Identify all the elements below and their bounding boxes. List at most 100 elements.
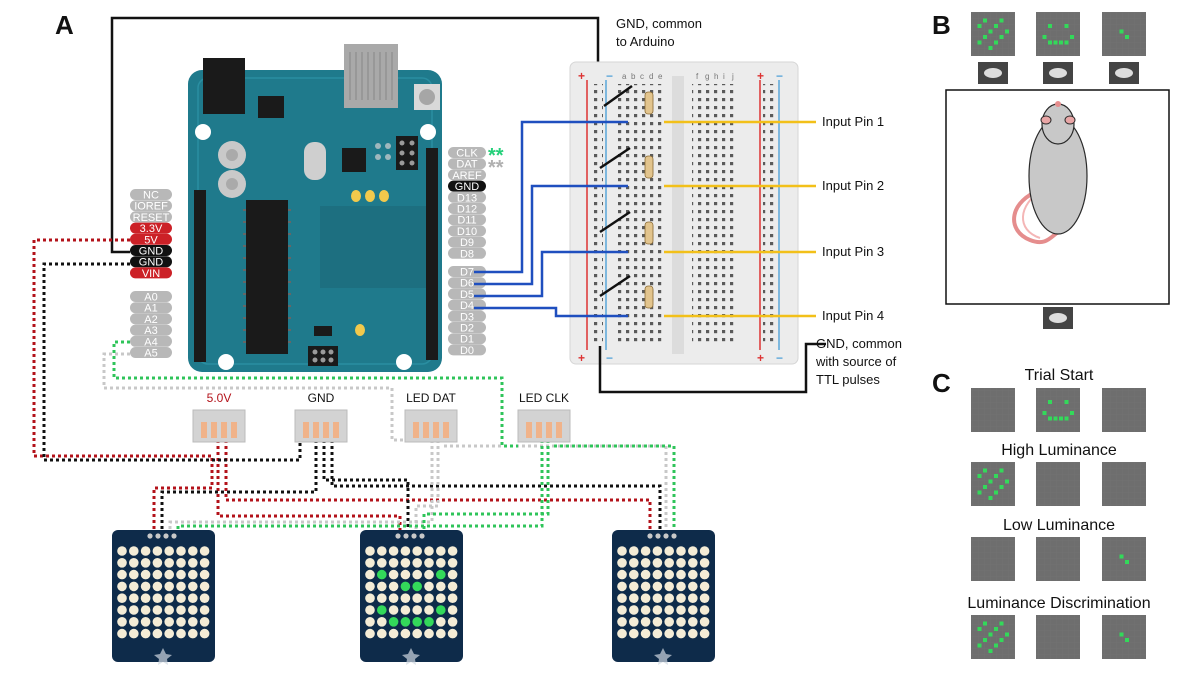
header-pin-label-text: D11 bbox=[457, 215, 476, 227]
header-pin-label-text: GND bbox=[455, 181, 480, 193]
led-dot bbox=[688, 605, 698, 615]
led-dot bbox=[652, 581, 663, 592]
led-dot bbox=[688, 628, 698, 639]
led-dot bbox=[117, 558, 127, 568]
header-pin-label: DAT bbox=[448, 158, 486, 171]
bb-col-letter: g bbox=[705, 72, 709, 81]
led-dot bbox=[412, 569, 423, 580]
led-dot bbox=[640, 546, 651, 556]
header-pin-label: D12 bbox=[448, 203, 486, 216]
led-dot bbox=[412, 581, 423, 592]
power-header bbox=[194, 190, 206, 362]
bb-plus-tl: + bbox=[578, 69, 585, 83]
led-dot bbox=[388, 617, 399, 627]
digital-pin-label-text: D7 bbox=[460, 267, 474, 279]
led-dot bbox=[400, 593, 411, 603]
led-dot bbox=[629, 581, 639, 592]
led-dot bbox=[176, 569, 186, 580]
led-dot bbox=[176, 546, 186, 556]
led-dot bbox=[640, 617, 651, 627]
led-dot bbox=[152, 628, 163, 639]
led-dot bbox=[424, 569, 434, 580]
led-dot bbox=[676, 581, 686, 592]
led-matrix bbox=[360, 530, 463, 665]
led-dot bbox=[424, 617, 434, 627]
power-pin-label: 5V bbox=[130, 233, 172, 246]
led-dot bbox=[377, 558, 387, 568]
analog-pin-label: A0 bbox=[130, 291, 172, 304]
led-dot bbox=[424, 628, 434, 639]
led-dot bbox=[447, 581, 458, 592]
led-dot bbox=[365, 558, 375, 568]
display-screen bbox=[971, 537, 1015, 581]
input-pin-label: Input Pin 4 bbox=[822, 308, 884, 323]
analog-pin-label-text: A3 bbox=[144, 325, 157, 337]
power-pin-label-text: GND bbox=[139, 257, 164, 269]
rat-icon bbox=[1012, 101, 1088, 245]
led-dot bbox=[617, 569, 627, 580]
connector-label: LED DAT bbox=[406, 391, 456, 405]
digital-pin-label-text: D2 bbox=[460, 323, 474, 335]
led-dot bbox=[617, 581, 627, 592]
led-dot bbox=[388, 558, 399, 568]
led-dot bbox=[424, 558, 434, 568]
led-dot bbox=[129, 581, 139, 592]
led-dot bbox=[388, 605, 399, 615]
response-lever bbox=[1109, 62, 1139, 84]
led-dot bbox=[117, 581, 127, 592]
c-title-luminance-discrimination: Luminance Discrimination bbox=[967, 595, 1150, 612]
bb-col-letter: f bbox=[696, 72, 699, 81]
power-pin-label-text: 5V bbox=[144, 234, 158, 246]
display-screen bbox=[1036, 12, 1080, 56]
bb-col-letter: h bbox=[714, 72, 718, 81]
led-dot bbox=[388, 569, 399, 580]
power-pin-label-text: IOREF bbox=[134, 201, 168, 213]
led-dot bbox=[117, 605, 127, 615]
led-dot bbox=[365, 617, 375, 627]
led-dot bbox=[652, 593, 663, 603]
led-dot bbox=[117, 546, 127, 556]
display-screen bbox=[1102, 615, 1146, 659]
digital-header bbox=[426, 148, 438, 360]
led-dot bbox=[129, 546, 139, 556]
led-dot bbox=[699, 581, 710, 592]
led-dot bbox=[400, 617, 411, 627]
led-dot bbox=[176, 581, 186, 592]
bb-minus-br: − bbox=[776, 351, 783, 365]
led-dot bbox=[140, 605, 151, 615]
led-dot bbox=[629, 593, 639, 603]
led-dot bbox=[617, 605, 627, 615]
power-pin-label: 3.3V bbox=[130, 222, 172, 235]
bb-plus-br: + bbox=[757, 351, 764, 365]
bb-minus-tr: − bbox=[776, 69, 783, 83]
led-dot bbox=[152, 581, 163, 592]
bb-col-letter: j bbox=[731, 72, 734, 81]
atmega-chip bbox=[246, 200, 288, 354]
led-dot bbox=[664, 605, 674, 615]
led-dot bbox=[436, 546, 446, 556]
led-dot bbox=[676, 628, 686, 639]
digital-pin-label: D0 bbox=[448, 344, 486, 357]
led-dot bbox=[436, 605, 446, 615]
connector: LED CLK bbox=[517, 391, 571, 443]
power-pin-label-text: GND bbox=[139, 246, 164, 258]
annot-gnd-arduino-2: to Arduino bbox=[616, 34, 675, 49]
led-dot bbox=[199, 628, 210, 639]
led-dot bbox=[699, 617, 710, 627]
led-dot bbox=[629, 569, 639, 580]
led-dot bbox=[377, 546, 387, 556]
digital-pin-label: D3 bbox=[448, 310, 486, 323]
led-dot bbox=[129, 605, 139, 615]
led-dot bbox=[629, 605, 639, 615]
led-dot bbox=[436, 558, 446, 568]
led-dot bbox=[188, 628, 198, 639]
led-dot bbox=[152, 558, 163, 568]
led-dot bbox=[199, 558, 210, 568]
led-dot bbox=[152, 605, 163, 615]
display-screen bbox=[971, 615, 1015, 659]
gnd-wire-top bbox=[110, 16, 600, 254]
digital-pin-label: D6 bbox=[448, 277, 486, 290]
input-pin-label: Input Pin 1 bbox=[822, 114, 884, 129]
led-dot bbox=[164, 628, 174, 639]
connector: GND bbox=[294, 391, 348, 443]
